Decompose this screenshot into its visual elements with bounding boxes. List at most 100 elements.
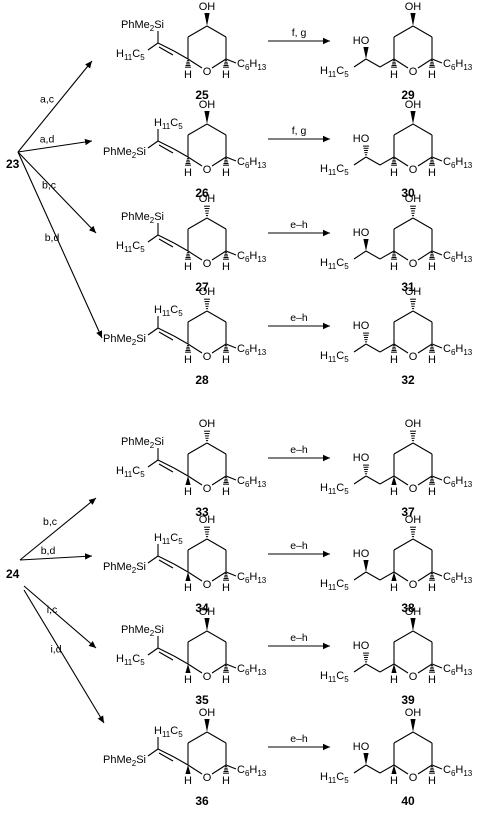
ring-bond	[187, 571, 203, 582]
chain-bond	[379, 571, 395, 581]
hexyl-label: C6H13	[443, 663, 473, 677]
hexyl-bond	[225, 58, 237, 64]
ring-h: H	[390, 167, 398, 179]
ring-h: H	[390, 775, 398, 787]
vinyl-double-bond	[158, 331, 174, 341]
hydroxyl-label: OH	[405, 707, 422, 719]
ring-h: H	[222, 486, 230, 498]
hydroxyl-label: OH	[405, 99, 422, 111]
hydroxyl-label: OH	[405, 606, 422, 618]
hexyl-label: C6H13	[443, 58, 473, 72]
branch-reagents: b,d	[41, 545, 56, 557]
chain-bond	[353, 343, 367, 353]
pentyl-label: H11C5	[320, 65, 349, 79]
branch-arrows: a,ca,db,cb,db,cb,di,ci,d	[17, 60, 105, 724]
hexyl-bond	[225, 250, 237, 256]
ring-oxygen: O	[203, 66, 212, 78]
arrow-reagents: e–h	[290, 540, 308, 552]
oh-wedge-bond	[204, 719, 210, 732]
hexyl-label: C6H13	[237, 475, 267, 489]
compound-label: 34	[195, 601, 209, 615]
ring-bond	[187, 123, 208, 136]
hexyl-label: C6H13	[237, 250, 267, 264]
ring-bond	[187, 310, 208, 323]
compound-label: 25	[195, 88, 209, 102]
ring-bond	[211, 156, 227, 167]
vinyl-bond	[173, 242, 189, 252]
ring-h: H	[222, 582, 230, 594]
ring-bond	[417, 343, 433, 354]
ring-bond	[206, 630, 227, 643]
chain-bond	[353, 58, 367, 68]
ring-h: H	[428, 354, 436, 366]
hexyl-label: C6H13	[443, 475, 473, 489]
chain-hydroxyl: HO	[353, 35, 370, 47]
hydroxyl-label: OH	[199, 606, 216, 618]
ring-h: H	[390, 674, 398, 686]
silyl-label: PhMe2Si	[121, 211, 164, 225]
h-hash-bond	[429, 345, 435, 353]
ring-oxygen: O	[203, 671, 212, 683]
hexyl-bond	[225, 764, 237, 770]
pentyl-label: H11C5	[154, 117, 183, 131]
chain-oh-hash	[363, 464, 369, 475]
ring-bond	[417, 250, 433, 261]
ring-bond	[417, 663, 433, 674]
chain-hydroxyl: HO	[353, 320, 370, 332]
chain-hydroxyl: HO	[353, 548, 370, 560]
pentyl-label: H11C5	[320, 578, 349, 592]
ring-oxygen: O	[409, 671, 418, 683]
ring-bond	[417, 156, 433, 167]
ring-oxygen: O	[409, 483, 418, 495]
ring-h: H	[184, 582, 192, 594]
vinyl-double-bond	[157, 234, 175, 244]
h-hash-bond	[223, 345, 229, 353]
ring-oxygen: O	[203, 164, 212, 176]
h-hash-bond	[391, 345, 397, 353]
branch-arrow	[19, 497, 97, 561]
pentyl-label: H11C5	[320, 482, 349, 496]
hydroxyl-label: OH	[199, 1, 216, 13]
vinyl-bond	[173, 467, 189, 477]
ring-bond	[187, 764, 203, 775]
branch-arrow	[17, 60, 93, 153]
vinyl-double-bond	[157, 42, 175, 52]
silyl-label: PhMe2Si	[103, 146, 146, 160]
ring-bond	[412, 442, 433, 455]
chain-bond	[353, 250, 367, 260]
vinyl-bond	[173, 563, 189, 573]
ring-bond	[211, 58, 227, 69]
ring-bond	[393, 343, 409, 354]
arrow-reagents: f, g	[292, 27, 307, 39]
hexyl-bond	[225, 343, 237, 349]
compound-label: 40	[401, 794, 415, 808]
ring-bond	[417, 475, 433, 486]
chain-bond	[365, 343, 381, 353]
pentyl-label: H11C5	[116, 240, 145, 254]
ring-bond	[393, 538, 414, 551]
h-hash-bond	[391, 158, 397, 166]
compound-label: 39	[401, 693, 415, 707]
ring-oxygen: O	[203, 351, 212, 363]
ring-bond	[206, 310, 227, 323]
ring-h: H	[184, 674, 192, 686]
ring-bond	[211, 250, 227, 261]
h-wedge-bond	[185, 664, 191, 673]
ring-bond	[393, 663, 409, 674]
ring-bond	[417, 58, 433, 69]
chain-bond	[379, 343, 395, 353]
hexyl-bond	[431, 58, 443, 64]
ring-bond	[187, 630, 208, 643]
compound-label: 29	[401, 88, 415, 102]
hydroxyl-label: OH	[199, 193, 216, 205]
pentyl-label: H11C5	[116, 653, 145, 667]
ring-h: H	[428, 582, 436, 594]
ring-h: H	[428, 674, 436, 686]
h-hash-bond	[223, 766, 229, 774]
ring-bond	[211, 475, 227, 486]
silyl-label: PhMe2Si	[103, 561, 146, 575]
pentyl-label: H11C5	[116, 465, 145, 479]
hydroxyl-label: OH	[199, 514, 216, 526]
